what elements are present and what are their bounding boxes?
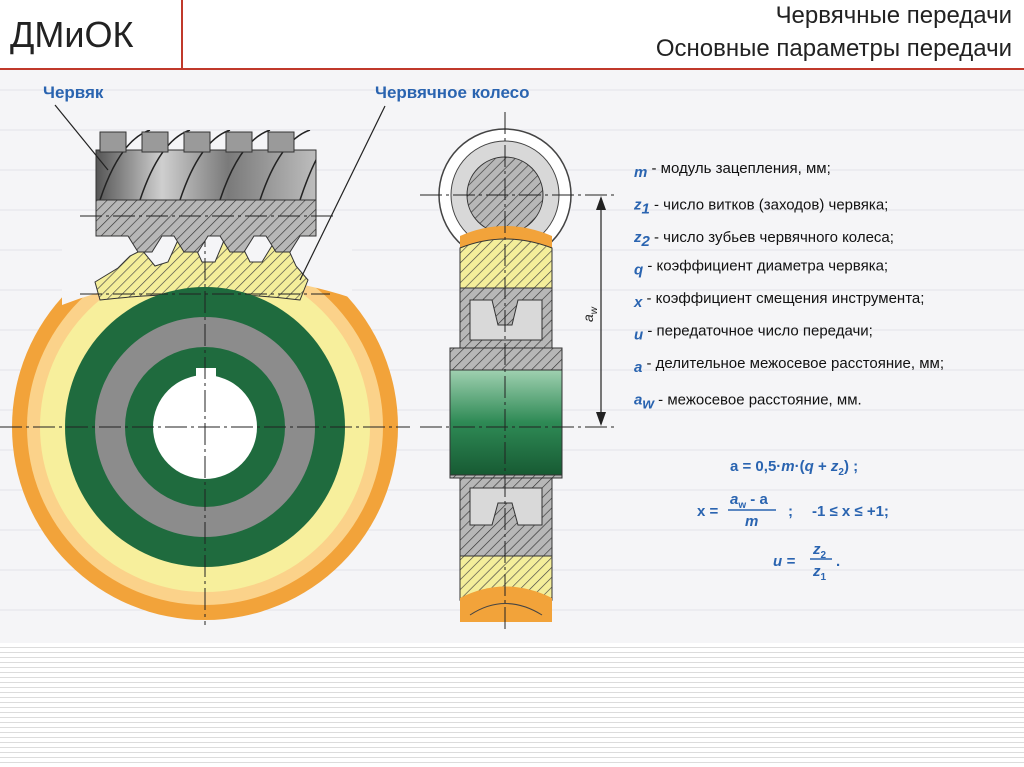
logo-divider [181, 0, 183, 68]
aw-dim-symbol: a [580, 314, 596, 322]
rim-bottom-arc [469, 603, 543, 616]
legend-description: - делительное межосевое расстояние, мм; [642, 355, 944, 372]
worm-gear-diagram: Червяк Червячное колесо aw [0, 70, 1024, 643]
rim-bottom-orange [460, 586, 552, 622]
legend-subscript: 2 [641, 233, 651, 250]
disc-web-top [469, 299, 543, 341]
worm-body [95, 149, 317, 201]
rim-top-hatched [459, 238, 553, 299]
worm-leader-line [54, 104, 109, 171]
legend-row: q - коэффициент диаметра червяка; [634, 258, 888, 279]
parameter-legend: m - модуль зацепления, мм; z1 - число вит… [633, 160, 944, 413]
legend-row: m - модуль зацепления, мм; [634, 160, 831, 181]
formula-u-denominator: z1 [812, 563, 827, 583]
formula-x-numerator: aw - a [730, 491, 768, 511]
legend-symbol: q [634, 262, 643, 279]
legend-row: u - передаточное число передачи; [634, 323, 873, 344]
worm-thread-tops [99, 131, 295, 153]
formula-a: a = 0,5·m·(q + z2) ; [730, 458, 858, 478]
legend-description: - число зубьев червячного колеса; [650, 229, 894, 246]
slide-subtitle: Основные параметры передачи [655, 35, 1012, 62]
legend-row: z1 - число витков (заходов) червяка; [633, 197, 888, 218]
formula-x-range: -1 ≤ x ≤ +1; [812, 503, 889, 520]
svg-text:aw: aw [580, 306, 600, 322]
worm [80, 130, 335, 253]
formula-u-lhs: u = [773, 553, 795, 570]
legend-symbol: z [633, 197, 642, 214]
legend-symbol: z [633, 229, 642, 246]
legend-description: - коэффициент диаметра червяка; [643, 258, 888, 275]
legend-row: aw - межосевое расстояние, мм. [634, 392, 862, 413]
formula-x: x = aw - a m ; -1 ≤ x ≤ +1; [697, 491, 889, 530]
formula-x-lhs: x = [697, 503, 719, 520]
legend-symbol: x [633, 294, 643, 311]
legend-row: z2 - число зубьев червячного колеса; [633, 229, 894, 250]
legend-description: - передаточное число передачи; [643, 323, 873, 340]
legend-symbol: a [634, 359, 642, 376]
slide-title: Червячные передачи [775, 2, 1012, 29]
legend-description: - коэффициент смещения инструмента; [642, 290, 924, 307]
keyway [196, 368, 216, 382]
footer-lines [0, 643, 1024, 767]
aw-dim-subscript: w [589, 306, 600, 314]
worm-wheel-label: Червячное колесо [375, 83, 530, 102]
worm-wheel-front-view [0, 225, 410, 625]
legend-subscript: 1 [642, 201, 650, 218]
disc-web-bottom [469, 487, 543, 526]
logo: ДМиОК [10, 14, 134, 55]
legend-description: - модуль зацепления, мм; [647, 160, 830, 177]
legend-description: - число витков (заходов) червяка; [650, 197, 889, 214]
formulas: a = 0,5·m·(q + z2) ; x = aw - a m ; -1 ≤… [697, 458, 889, 583]
legend-subscript: w [642, 396, 655, 413]
legend-row: x - коэффициент смещения инструмента; [633, 290, 924, 311]
formula-x-denominator: m [745, 513, 758, 530]
aw-dimension: aw [580, 196, 606, 426]
legend-symbol: u [634, 327, 643, 344]
formula-u-end: . [836, 553, 840, 570]
worm-section [95, 199, 317, 253]
formula-x-separator: ; [788, 503, 793, 520]
header: ДМиОК Червячные передачи Основные параме… [0, 0, 1024, 70]
legend-description: - межосевое расстояние, мм. [654, 392, 862, 409]
legend-symbol: a [634, 392, 642, 409]
formula-u-numerator: z2 [812, 541, 827, 561]
legend-symbol: m [634, 164, 647, 181]
header-rule [0, 68, 1024, 70]
legend-row: a - делительное межосевое расстояние, мм… [634, 355, 944, 376]
worm-label: Червяк [43, 83, 104, 102]
shaft [449, 369, 563, 476]
worm-wheel-leader-line [299, 105, 386, 281]
wheel-side-section [420, 112, 615, 630]
formula-u: u = z2 z1 . [773, 541, 840, 583]
